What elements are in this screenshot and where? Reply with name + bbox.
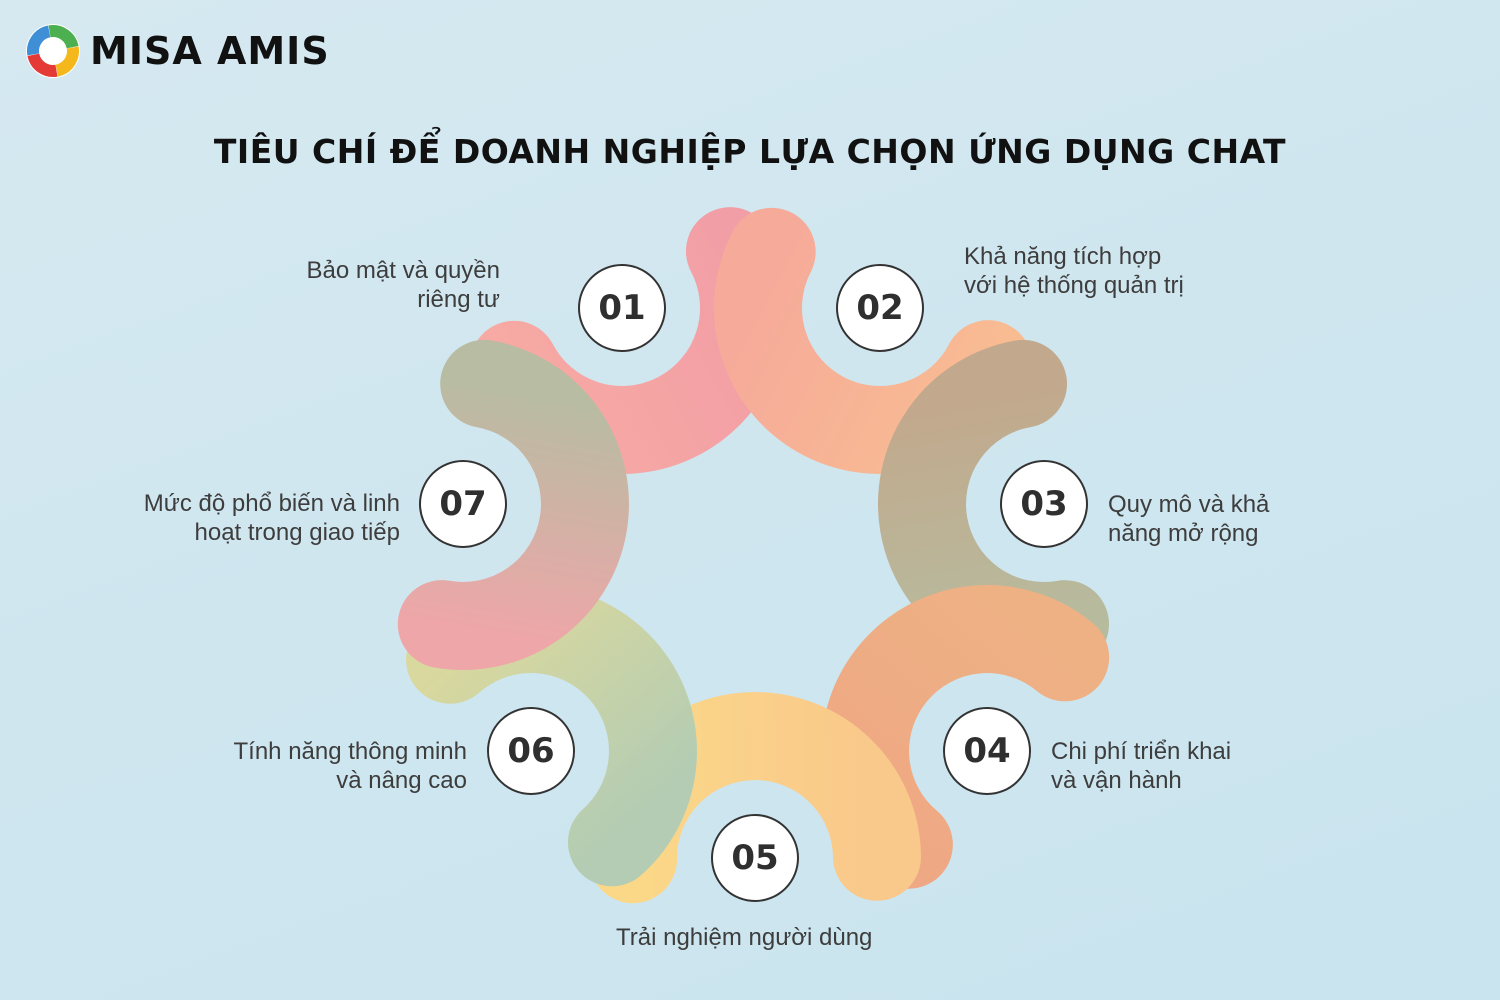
- step-number-05: 05: [711, 814, 799, 902]
- criterion-label-05: Trải nghiệm người dùng: [616, 924, 873, 951]
- step-number-03: 03: [1000, 460, 1088, 548]
- step-number-01: 01: [578, 264, 666, 352]
- criterion-label-06: Tính năng thông minh và nâng cao: [233, 738, 468, 794]
- arc-segment-07: [397, 339, 629, 670]
- brand-name: MISA AMIS: [90, 29, 330, 73]
- step-number-02: 02: [836, 264, 924, 352]
- criterion-label-07: Mức độ phổ biến và linh hoạt trong giao …: [143, 490, 400, 546]
- criterion-label-03: Quy mô và khả năng mở rộng: [1108, 491, 1270, 547]
- criterion-label-02: Khả năng tích hợp với hệ thống quản trị: [964, 243, 1184, 299]
- step-number-04: 04: [943, 707, 1031, 795]
- brand-logo: MISA AMIS: [26, 24, 330, 78]
- criterion-label-01: Bảo mật và quyền riêng tư: [306, 257, 500, 313]
- step-number-06: 06: [487, 707, 575, 795]
- step-number-07: 07: [419, 460, 507, 548]
- page-title: TIÊU CHÍ ĐỂ DOANH NGHIỆP LỰA CHỌN ỨNG DỤ…: [213, 132, 1287, 171]
- criterion-label-04: Chi phí triển khai và vận hành: [1051, 738, 1232, 794]
- logo-swirl-icon: [26, 24, 80, 78]
